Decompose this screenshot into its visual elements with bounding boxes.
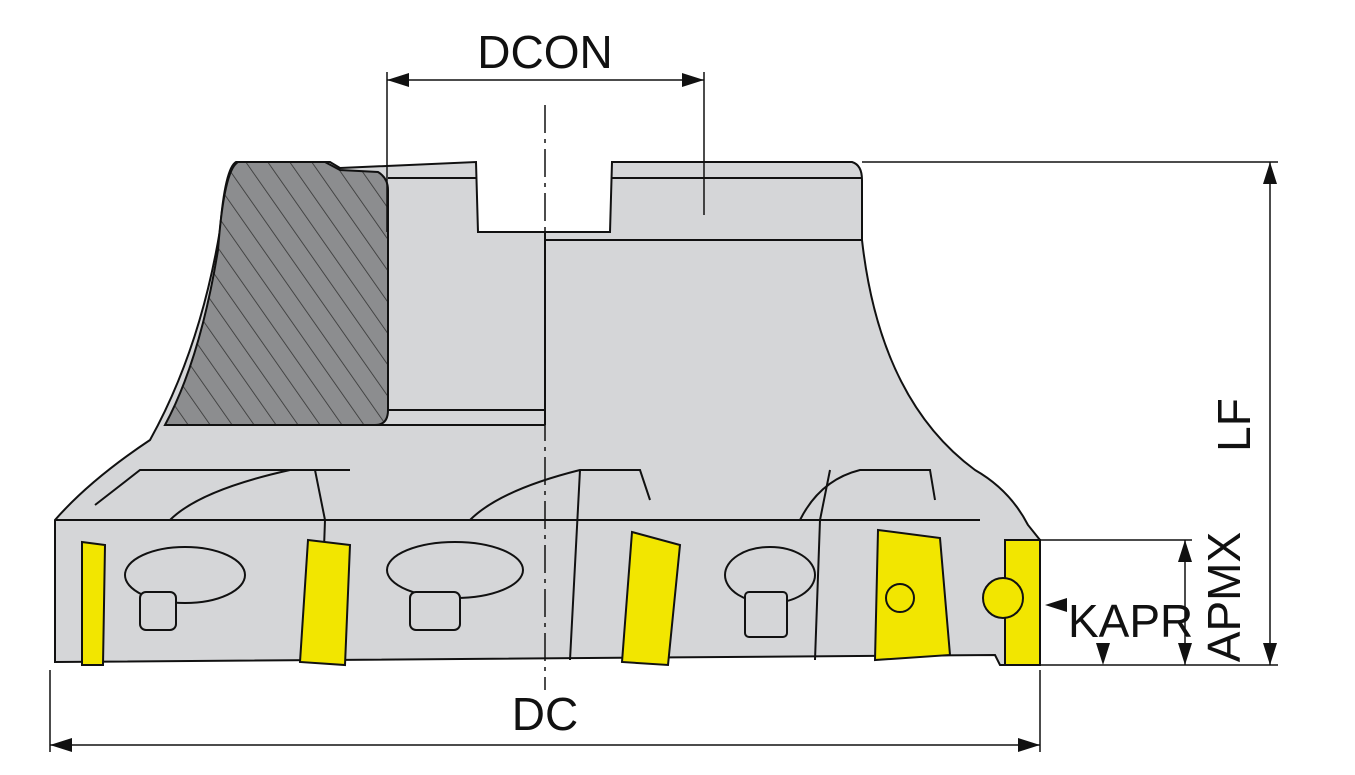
chip-pockets — [124, 541, 816, 638]
lf-label: LF — [1208, 398, 1260, 452]
dc-label: DC — [512, 688, 578, 740]
dcon-label: DCON — [477, 26, 612, 78]
hatched-section — [163, 161, 389, 426]
inserts — [81, 528, 1041, 667]
insert — [620, 530, 682, 667]
apmx-label: APMX — [1198, 532, 1250, 662]
dc-dimension: DC — [49, 670, 1041, 752]
torx-screw-icon — [982, 577, 1024, 619]
dcon-dimension: DCON — [386, 26, 705, 232]
torx-screw-icon — [885, 583, 915, 613]
kapr-dimension: KAPR — [1045, 595, 1193, 665]
apmx-dimension: APMX — [1040, 532, 1250, 665]
insert — [298, 538, 352, 667]
tooth-outlines — [55, 469, 980, 521]
lf-dimension: LF — [862, 161, 1278, 666]
cutter-body — [54, 160, 1041, 666]
insert — [81, 540, 107, 666]
kapr-label: KAPR — [1068, 595, 1193, 647]
